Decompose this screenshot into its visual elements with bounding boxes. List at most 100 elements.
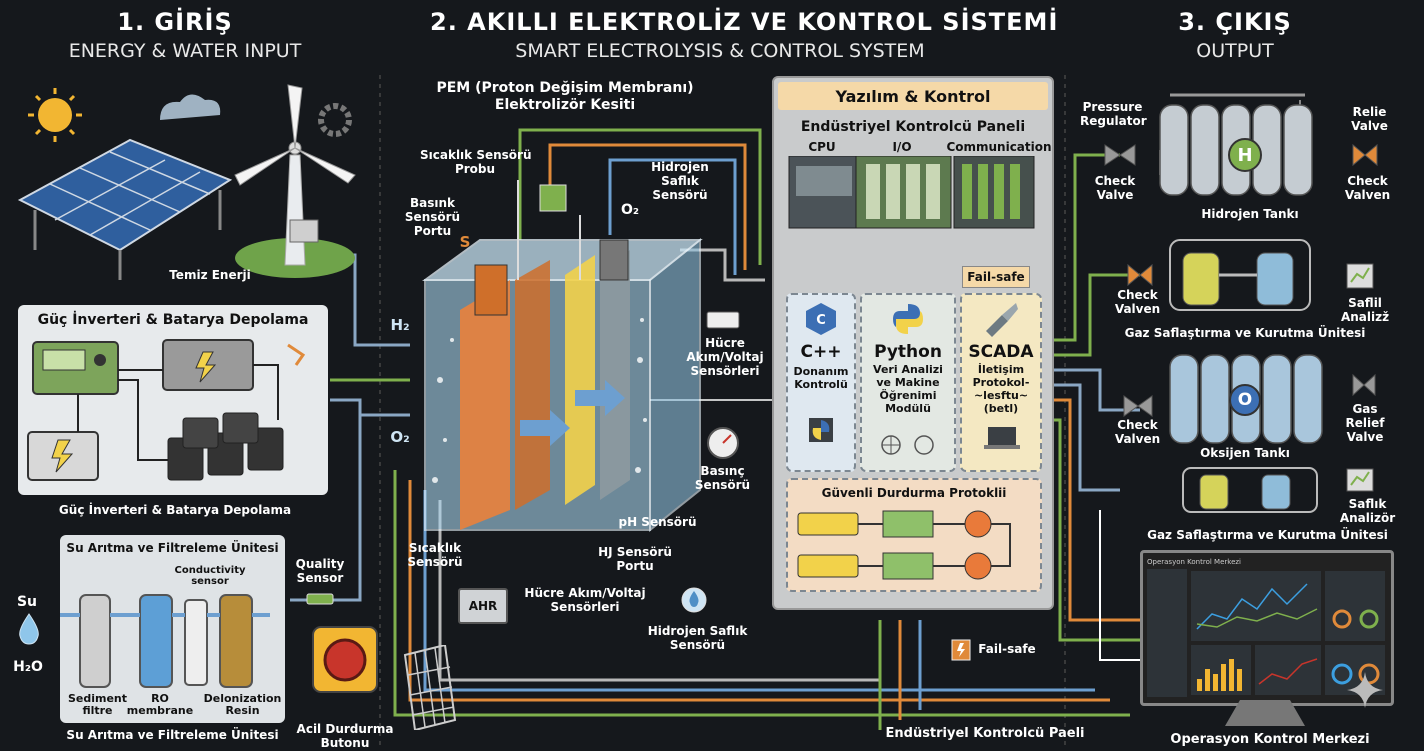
python-logo-icon: [893, 304, 923, 334]
gas-purification-1-label: Gaz Saflaştırma ve Kurutma Ünitesi: [1124, 326, 1366, 340]
io-label: I/O: [892, 140, 912, 154]
failsafe-bottom-label: Fail-safe: [978, 642, 1036, 656]
purity-analyzer-1-icon: [1346, 263, 1374, 289]
cell-sensor-chip-icon: [706, 311, 740, 329]
ph-sensor-label: pH Sensörü: [618, 515, 697, 529]
electrolyzer-cell-illustration: [421, 180, 703, 533]
cpu-label: CPU: [808, 140, 836, 154]
dashboard-title-bar: Operasyon Kontrol Merkezi: [1147, 558, 1241, 566]
cloud-icon: [160, 94, 221, 120]
cable-grill-icon: [403, 645, 457, 730]
input-section-subtitle: ENERGY & WATER INPUT: [68, 40, 302, 62]
system-section-subtitle: SMART ELECTROLYSIS & CONTROL SYSTEM: [515, 40, 925, 62]
s-marker: S: [459, 233, 471, 251]
hydrogen-tank-label: Hidrojen Tankı: [1201, 207, 1299, 221]
sun-icon: [38, 98, 72, 132]
h2-inlet-label: H₂: [390, 316, 410, 334]
inverter-panel-title: Güç İnverteri & Batarya Depolama: [37, 312, 309, 328]
check-valven-3-icon: [1123, 395, 1153, 417]
inverter-battery-panel: Güç İnverteri & Batarya Depolama: [18, 305, 328, 495]
oxygen-tank-icon: [1169, 354, 1323, 444]
sparkle-icon: [1347, 672, 1383, 708]
monitor-stand: [1225, 700, 1305, 726]
input-section-title: 1. GİRİŞ: [117, 8, 233, 36]
inverter-battery-illustration: [27, 339, 306, 481]
o2-top-label: O₂: [620, 202, 640, 218]
laptop-icon: [984, 427, 1020, 449]
sensor-chip-icon: [539, 184, 567, 212]
cpp-title: C++: [800, 342, 842, 362]
check-valve-1-icon: [1104, 144, 1136, 166]
hydrogen-h-marker: H: [1237, 145, 1253, 166]
safe-shutdown-protocol: Güvenli Durdurma Protoklii: [786, 478, 1042, 592]
renewable-energy-illustration: [17, 84, 356, 280]
software-control-header: Yazılım & Kontrol: [778, 82, 1048, 110]
scada-tool-icon: [986, 303, 1018, 337]
microchip-icon: [809, 418, 833, 442]
solar-panel-array: [17, 138, 233, 280]
output-section-title: 3. ÇIKIŞ: [1178, 8, 1292, 36]
water-label: Su: [16, 594, 38, 610]
system-section-title: 2. AKILLI ELEKTROLİZ VE KONTROL SİSTEMİ: [430, 8, 1059, 36]
svg-text:C: C: [816, 313, 826, 328]
industrial-controller-panel: Yazılım & Kontrol Endüstriyel Kontrolcü …: [772, 76, 1054, 610]
gas-purification-unit-1-icon: [1169, 239, 1311, 311]
dashboard-charts: [1147, 569, 1385, 697]
gear-icon: [318, 103, 352, 137]
water-drop-icon: [19, 613, 39, 645]
pressure-gauge-icon: [707, 427, 739, 459]
gas-purification-unit-2-icon: [1182, 467, 1318, 513]
cpp-logo-icon: C: [806, 303, 836, 335]
controller-caption: Endüstriyel Kontrolcü Paeli: [885, 726, 1085, 741]
safe-shutdown-title: Güvenli Durdurma Protoklii: [821, 486, 1007, 500]
electrolyzer-title: PEM (Proton Değişim Membranı)Elektrolizö…: [436, 80, 694, 113]
purity-analyzer-2-icon: [1346, 468, 1374, 492]
filter-illustration: [60, 594, 270, 688]
clean-energy-label: Temiz Enerji: [169, 268, 251, 282]
operations-center-label: Operasyon Kontrol Merkezi: [1170, 732, 1370, 747]
emergency-stop-button-icon: [312, 626, 378, 693]
gas-purification-2-label: Gaz Saflaştırma ve Kurutma Ünitesi: [1147, 528, 1388, 542]
water-treatment-panel: Su Arıtma ve Filtreleme Ünitesi Conducti…: [60, 535, 285, 723]
gas-relief-valve-icon: [1352, 373, 1376, 397]
h2o-label: H₂O: [13, 659, 43, 675]
failsafe-top-badge: Fail-safe: [962, 266, 1030, 288]
output-section-subtitle: OUTPUT: [1196, 40, 1274, 62]
hydrogen-tank-icon: [1159, 93, 1313, 196]
check-valven-2-icon: [1127, 263, 1153, 287]
plc-modules-illustration: [788, 156, 1035, 229]
shutdown-logic-diagram: [797, 510, 1011, 580]
quality-sensor-icon: [306, 593, 334, 605]
controller-panel-title: Endüstriyel Kontrolcü Paneli: [800, 119, 1026, 135]
water-caption: Su Arıtma ve Filtreleme Ünitesi: [66, 728, 279, 742]
oxygen-tank-label: Oksijen Tankı: [1200, 446, 1290, 460]
o2-inlet-label: O₂: [390, 428, 410, 446]
check-valven-1-icon: [1352, 143, 1378, 167]
